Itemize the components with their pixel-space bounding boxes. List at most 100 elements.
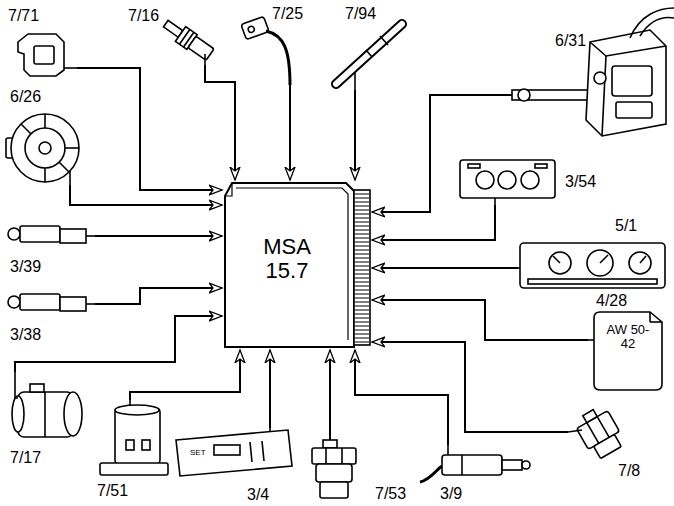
housing-fin xyxy=(355,210,369,211)
temperature-sensor-drawing-part-part xyxy=(188,36,214,60)
callout-number: 3/39 xyxy=(10,258,41,276)
sensor-drawing-part xyxy=(18,34,64,76)
injection-pump-drawing-part xyxy=(512,90,590,100)
injection-pump-drawing-part xyxy=(630,8,674,38)
housing-fin xyxy=(355,222,369,223)
pressure-switch-drawing-part xyxy=(572,404,626,462)
injector-drawing-part xyxy=(354,72,356,90)
instrument-cluster: 5/1 xyxy=(518,215,668,290)
cruise-control-switch-drawing-part xyxy=(214,445,240,455)
housing-fin xyxy=(355,278,369,279)
climate-panel-drawing-part xyxy=(476,171,494,189)
callout-number: 6/26 xyxy=(10,88,41,106)
motor-drawing-part xyxy=(126,440,134,450)
pressure-switch-drawing-part-part xyxy=(594,434,622,458)
housing-fin xyxy=(355,258,369,259)
signal-line xyxy=(95,235,222,237)
housing-fins xyxy=(354,190,370,345)
housing-fin xyxy=(355,274,369,275)
housing-fin xyxy=(355,318,369,319)
climate-panel-drawing xyxy=(460,160,555,205)
pressure-switch-drawing-part xyxy=(568,430,582,432)
housing-fin xyxy=(355,226,369,227)
cruise-control-switch-drawing-part xyxy=(250,442,252,462)
pressure-switch: 7/8 xyxy=(568,398,648,482)
crankshaft-sensor-drawing-part-part xyxy=(241,16,269,39)
motor-drawing-part xyxy=(100,463,168,475)
sensor: 7/71 xyxy=(5,5,77,83)
alternator-drawing-part xyxy=(21,124,31,134)
housing-bevel xyxy=(225,183,348,340)
pressure-sensor-drawing-part xyxy=(316,464,352,482)
motor-drawing-part xyxy=(115,408,160,464)
crankshaft-sensor: 7/25 xyxy=(235,5,330,85)
brake-switch-drawing xyxy=(8,226,95,243)
brake-switch-drawing-part xyxy=(86,235,95,237)
callout-number: 7/94 xyxy=(345,5,376,23)
alternator-drawing-part xyxy=(59,162,69,172)
housing-fin xyxy=(355,238,369,239)
callout-number: 7/17 xyxy=(10,449,41,467)
instrument-cluster-drawing-part xyxy=(520,243,665,288)
housing-fin xyxy=(355,322,369,323)
housing-fin xyxy=(355,302,369,303)
temperature-sensor-drawing xyxy=(161,16,216,65)
signal-line xyxy=(205,65,235,180)
alternator: 6/26 xyxy=(5,85,85,185)
unit-name: AW 50-42 xyxy=(602,323,654,352)
signal-line xyxy=(15,316,222,372)
housing-fin xyxy=(355,330,369,331)
injector-drawing-part xyxy=(380,36,388,45)
instrument-cluster-drawing-part xyxy=(549,252,571,274)
signal-line xyxy=(372,205,495,240)
gearbox-control-unit: 4/28 AW 50-42 xyxy=(588,292,668,392)
pressure-sensor-drawing-part xyxy=(320,482,348,498)
instrument-cluster-drawing xyxy=(518,243,665,288)
callout-number: 3/4 xyxy=(247,486,269,504)
housing-fin xyxy=(355,310,369,311)
climate-panel-drawing-part xyxy=(460,160,555,198)
callout-number: 7/8 xyxy=(618,462,640,480)
cruise-control-switch-drawing-part xyxy=(269,428,271,432)
cruise-control-switch-drawing-part xyxy=(176,430,292,476)
switch-drawing-part xyxy=(442,455,502,475)
crankshaft-sensor-drawing-part-part xyxy=(247,26,255,34)
unit-name: MSA 15.7 xyxy=(255,235,319,283)
signal-line xyxy=(289,85,291,180)
housing-fin xyxy=(355,294,369,295)
climate-panel-drawing-part xyxy=(468,164,480,168)
signal-line xyxy=(372,300,588,340)
callout-number: 4/28 xyxy=(596,292,627,310)
housing-fin xyxy=(355,218,369,219)
clutch-switch-drawing xyxy=(8,294,95,311)
climate-panel: 3/54 xyxy=(455,155,605,205)
air-mass-meter-drawing-part xyxy=(15,372,18,398)
callout-number: 7/25 xyxy=(272,5,303,23)
temperature-sensor-drawing-part-part xyxy=(179,29,189,44)
injection-pump-drawing-part xyxy=(616,102,652,118)
gearbox-control-unit-drawing-part xyxy=(588,339,594,341)
crankshaft-sensor-drawing-part xyxy=(266,31,290,85)
housing-fin xyxy=(355,242,369,243)
air-mass-meter-drawing-part xyxy=(44,392,46,437)
temperature-sensor: 7/16 xyxy=(125,5,217,65)
housing-fin xyxy=(355,298,369,299)
instrument-cluster-drawing-part xyxy=(518,267,520,269)
housing-fin xyxy=(355,234,369,235)
injector-drawing-part xyxy=(336,24,402,84)
air-mass-meter-drawing-part xyxy=(12,396,24,432)
clutch-switch: 3/38 xyxy=(5,280,95,352)
housing-fin xyxy=(355,246,369,247)
housing-fin xyxy=(355,314,369,315)
housing-fin xyxy=(355,262,369,263)
motor: 7/51 xyxy=(95,400,170,504)
housing-fin xyxy=(355,250,369,251)
pressure-switch-drawing-part-part xyxy=(597,417,609,438)
cruise-control-switch-drawing xyxy=(176,428,292,476)
callout-number: 7/71 xyxy=(8,7,39,25)
climate-panel-drawing-part xyxy=(535,164,547,168)
gearbox-control-unit-drawing xyxy=(588,312,662,390)
housing-fin xyxy=(355,206,369,207)
injector-drawing-part xyxy=(336,24,402,84)
